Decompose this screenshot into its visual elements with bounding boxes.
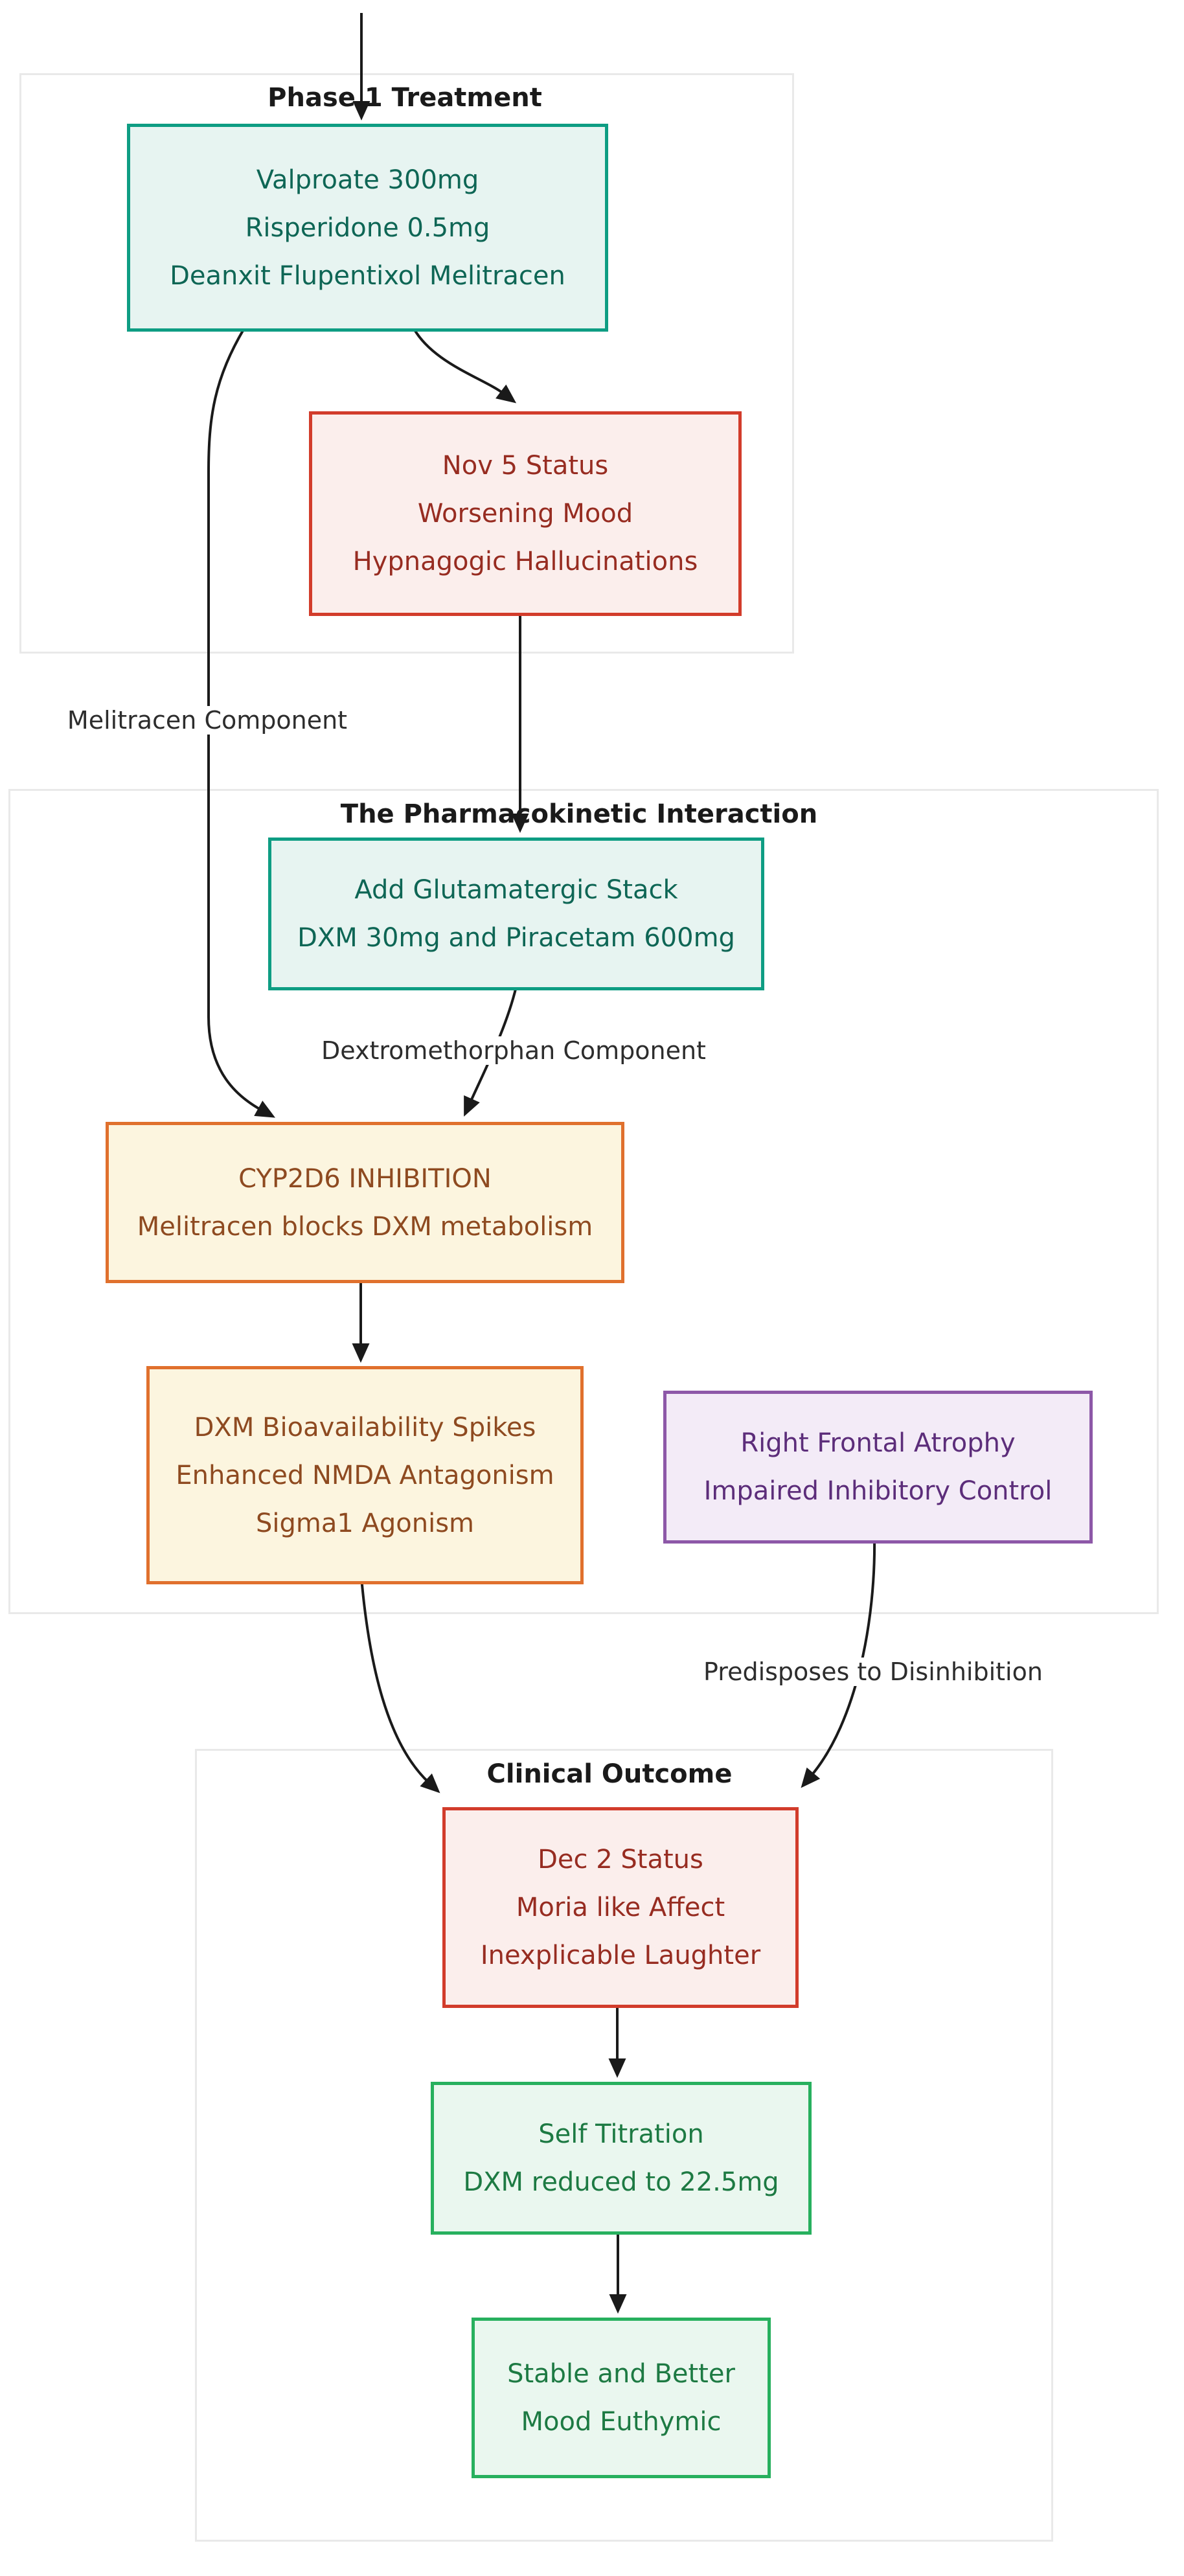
node-line: Valproate 300mg [256,165,479,195]
node-line: Hypnagogic Hallucinations [352,547,698,576]
subgraph-title-phase1: Phase 1 Treatment [268,83,542,113]
node-line: Add Glutamatergic Stack [354,875,678,905]
edge-label-predisposes-disinhibition: Predisposes to Disinhibition [697,1658,1049,1686]
subgraph-title-pharmacokinetic: The Pharmacokinetic Interaction [340,799,818,829]
node-dxm-bioavailability: DXM Bioavailability Spikes Enhanced NMDA… [146,1366,584,1584]
node-self-titration: Self Titration DXM reduced to 22.5mg [431,2082,812,2235]
node-line: Sigma1 Agonism [255,1508,475,1538]
node-cyp2d6-inhibition: CYP2D6 INHIBITION Melitracen blocks DXM … [106,1122,624,1283]
node-line: Risperidone 0.5mg [245,212,490,243]
edge-label-melitracen-component: Melitracen Component [60,706,354,735]
node-line: DXM 30mg and Piracetam 600mg [297,923,735,953]
node-line: Mood Euthymic [521,2407,722,2437]
node-line: Nov 5 Status [442,451,609,481]
node-line: Right Frontal Atrophy [740,1428,1016,1458]
node-line: Deanxit Flupentixol Melitracen [170,260,565,291]
edge-label-dextromethorphan-component: Dextromethorphan Component [315,1036,712,1065]
node-line: Inexplicable Laughter [480,1941,761,1970]
subgraph-title-clinical-outcome: Clinical Outcome [486,1759,733,1789]
node-line: Melitracen blocks DXM metabolism [137,1211,593,1242]
node-right-frontal-atrophy: Right Frontal Atrophy Impaired Inhibitor… [663,1391,1093,1544]
node-line: DXM Bioavailability Spikes [194,1412,536,1442]
node-glutamatergic-stack: Add Glutamatergic Stack DXM 30mg and Pir… [268,838,764,990]
node-line: CYP2D6 INHIBITION [238,1163,492,1194]
node-line: Enhanced NMDA Antagonism [176,1460,554,1490]
node-line: Stable and Better [507,2359,735,2389]
node-line: Dec 2 Status [538,1845,703,1875]
node-line: Worsening Mood [417,499,633,529]
node-line: DXM reduced to 22.5mg [463,2167,779,2197]
node-dec2-status: Dec 2 Status Moria like Affect Inexplica… [442,1807,799,2008]
node-stable-euthymic: Stable and Better Mood Euthymic [472,2318,771,2478]
node-line: Impaired Inhibitory Control [703,1476,1053,1506]
node-phase1-treatment: Valproate 300mg Risperidone 0.5mg Deanxi… [127,124,608,332]
node-line: Moria like Affect [516,1893,725,1922]
node-nov5-status: Nov 5 Status Worsening Mood Hypnagogic H… [309,411,742,616]
node-line: Self Titration [538,2119,704,2149]
